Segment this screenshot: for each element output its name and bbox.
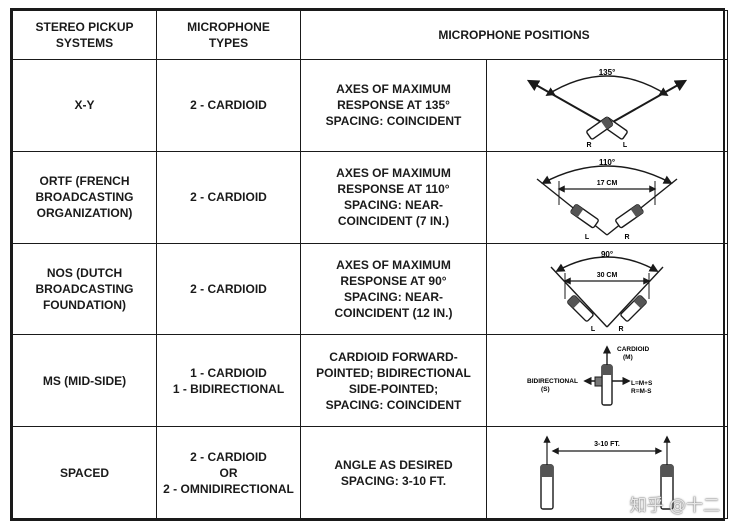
angle-arc	[541, 165, 673, 185]
axis-line-right	[610, 80, 688, 125]
position-description: AXES OF MAXIMUM RESPONSE AT 135° SPACING…	[300, 59, 487, 152]
header-microphone-positions: MICROPHONE POSITIONS	[299, 10, 729, 60]
system-name: X-Y	[12, 59, 157, 152]
table-row-xy: X-Y 2 - CARDIOID AXES OF MAXIMUM RESPONS…	[12, 59, 729, 152]
angle-label: 90°	[601, 250, 613, 259]
spacing-label: 17 cm	[597, 180, 618, 187]
stereo-pickup-table-frame: STEREO PICKUP SYSTEMS MICROPHONE TYPES M…	[10, 8, 729, 521]
position-description: AXES OF MAXIMUM RESPONSE AT 110° SPACING…	[300, 150, 487, 244]
angle-arc	[555, 256, 659, 272]
system-name: MS (MID-SIDE)	[12, 334, 157, 428]
mic-label-l: L	[623, 142, 628, 149]
angle-label: 135°	[599, 68, 616, 77]
nos-diagram: 90° 30 cm L R	[550, 250, 664, 333]
mic-label-r: R	[618, 326, 623, 333]
ms-diagram: CARDIOID(M) BIDIRECTIONAL(S) L=M+S R=M-S	[527, 345, 653, 406]
header-stereo-pickup-systems: STEREO PICKUP SYSTEMS	[12, 10, 157, 60]
position-description: ANGLE AS DESIRED SPACING: 3-10 FT.	[300, 426, 487, 519]
diagram-cell-ms: CARDIOID(M) BIDIRECTIONAL(S) L=M+S R=M-S	[485, 334, 729, 428]
mic-bidirectional	[594, 376, 603, 387]
axis-line-left	[536, 178, 608, 236]
system-name: SPACED	[12, 426, 157, 519]
system-name: ORTF (FRENCH BROADCASTING ORGANIZATION)	[12, 150, 157, 244]
mic-left	[566, 294, 594, 322]
angle-label: 110°	[599, 158, 615, 167]
stereo-pickup-table: STEREO PICKUP SYSTEMS MICROPHONE TYPES M…	[12, 10, 729, 519]
microphone-types: 2 - CARDIOID OR 2 - OMNIDIRECTIONAL	[156, 426, 301, 519]
microphone-types: 1 - CARDIOID 1 - BIDIRECTIONAL	[156, 334, 301, 428]
mic-right	[620, 294, 648, 322]
table-row-nos: NOS (DUTCH BROADCASTING FOUNDATION) 2 - …	[12, 242, 729, 336]
header-row: STEREO PICKUP SYSTEMS MICROPHONE TYPES M…	[12, 10, 729, 60]
mic-left	[540, 463, 554, 510]
table-row-ortf: ORTF (FRENCH BROADCASTING ORGANIZATION) …	[12, 150, 729, 244]
watermark: 知乎 @十二	[629, 496, 720, 516]
mic-label-l: L	[591, 326, 596, 333]
equation-r: R=M-S	[631, 388, 652, 395]
mic-label-r: R	[624, 234, 629, 241]
mic-label-r: R	[586, 142, 591, 149]
microphone-types: 2 - CARDIOID	[156, 59, 301, 152]
spaced-diagram: 3-10 ft.	[540, 435, 674, 510]
table-row-ms: MS (MID-SIDE) 1 - CARDIOID 1 - BIDIRECTI…	[12, 334, 729, 428]
mic-left	[570, 204, 599, 229]
header-microphone-types: MICROPHONE TYPES	[156, 10, 301, 60]
equation-l: L=M+S	[631, 380, 653, 387]
mic-right	[615, 204, 644, 229]
position-description: AXES OF MAXIMUM RESPONSE AT 90° SPACING:…	[300, 242, 487, 336]
system-name: NOS (DUTCH BROADCASTING FOUNDATION)	[12, 242, 157, 336]
axis-line-left	[550, 266, 608, 328]
spacing-label: 30 cm	[597, 272, 618, 279]
mic-cardioid	[601, 364, 613, 406]
diagram-cell-nos: 90° 30 cm L R	[485, 242, 729, 336]
microphone-types: 2 - CARDIOID	[156, 150, 301, 244]
diagram-cell-xy: 135° R L	[485, 59, 729, 152]
table-row-spaced: SPACED 2 - CARDIOID OR 2 - OMNIDIRECTION…	[12, 426, 729, 519]
bidirectional-label: BIDIRECTIONAL(S)	[527, 378, 578, 393]
microphone-types: 2 - CARDIOID	[156, 242, 301, 336]
axis-line-right	[606, 178, 678, 236]
axis-line-left	[526, 80, 604, 125]
diagram-cell-ortf: 110° 17 cm L R	[485, 150, 729, 244]
angle-arc	[545, 75, 669, 97]
mic-left	[586, 117, 614, 141]
axis-line-right	[606, 266, 664, 328]
ortf-diagram: 110° 17 cm L R	[536, 158, 678, 241]
diagram-cell-spaced: 3-10 ft.	[485, 426, 729, 519]
cardioid-label: CARDIOID(M)	[617, 346, 649, 361]
spacing-label: 3-10 ft.	[594, 441, 620, 448]
xy-diagram: 135° R L	[526, 68, 688, 149]
mic-label-l: L	[585, 234, 590, 241]
mic-right	[660, 463, 674, 510]
position-description: CARDIOID FORWARD- POINTED; BIDIRECTIONAL…	[300, 334, 487, 428]
